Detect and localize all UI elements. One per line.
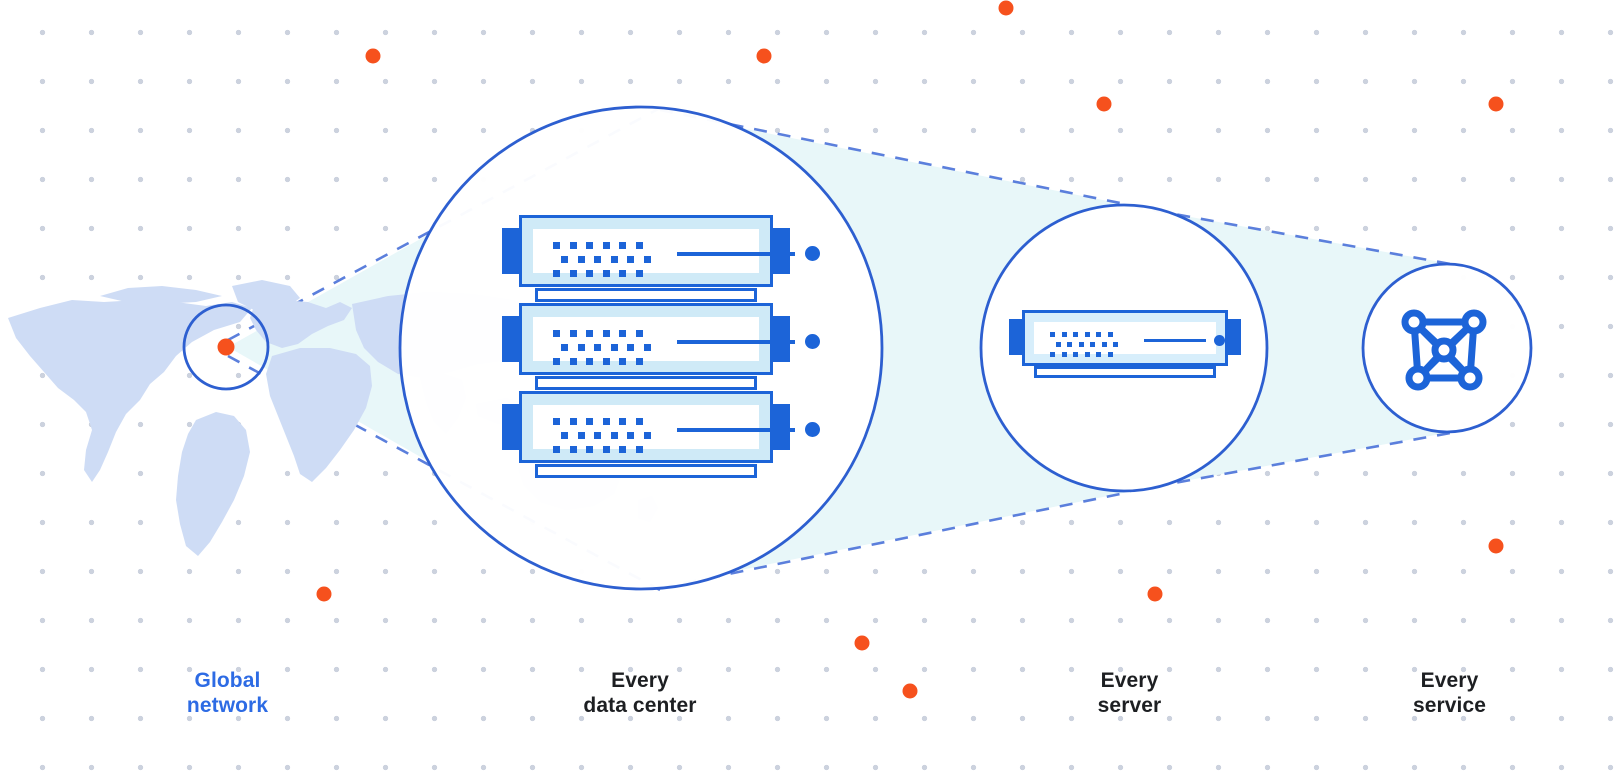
- rack-unit-indicator-line: [677, 252, 795, 256]
- accent-dots: [316, 0, 1504, 699]
- rack-unit-status-led: [805, 422, 820, 437]
- network-node-dots: [1401, 309, 1487, 391]
- rack-unit-tab-left: [502, 228, 519, 274]
- rack-unit-face: [533, 317, 820, 365]
- rack-unit: [502, 215, 820, 287]
- rack-unit-shell: [519, 303, 820, 375]
- rack-unit: [502, 303, 820, 375]
- rack-base-bar: [535, 464, 757, 478]
- rack-connector-bar: [535, 288, 757, 302]
- stage-label-every-server: Every server: [1097, 669, 1162, 717]
- server-tab-right: [1228, 319, 1241, 355]
- server-tab-left: [1009, 319, 1022, 355]
- rack-unit-face: [533, 229, 820, 277]
- server-face: [1034, 322, 1225, 357]
- stage-label-global-network: Global network: [186, 669, 269, 717]
- rack-unit-tab-left: [502, 404, 519, 450]
- rack-unit: [502, 391, 820, 463]
- rack-unit-status-led: [805, 246, 820, 261]
- rack-unit-status-led: [805, 334, 820, 349]
- server-base-bar: [1034, 366, 1216, 378]
- rack-unit-shell: [519, 215, 820, 287]
- rack-unit-tab-right: [773, 316, 790, 362]
- server-shell: [1022, 310, 1228, 366]
- rack-connector-bar: [535, 376, 757, 390]
- rack-unit-indicator-line: [677, 340, 795, 344]
- rack-unit-face: [533, 405, 820, 453]
- stage-label-every-service: Every service: [1412, 669, 1487, 717]
- map-highlight-circle: [182, 303, 270, 391]
- server-rack-icon: [502, 215, 820, 485]
- single-server-icon: [1009, 310, 1241, 382]
- map-location-pin-icon: [217, 338, 235, 356]
- server-status-led: [1214, 335, 1225, 346]
- rack-unit-tab-right: [773, 404, 790, 450]
- rack-unit-tab-left: [502, 316, 519, 362]
- stage-label-every-data-center: Every data center: [583, 669, 697, 717]
- rack-unit-tab-right: [773, 228, 790, 274]
- rack-unit-indicator-line: [677, 428, 795, 432]
- server-indicator-line: [1144, 339, 1206, 342]
- rack-unit-shell: [519, 391, 820, 463]
